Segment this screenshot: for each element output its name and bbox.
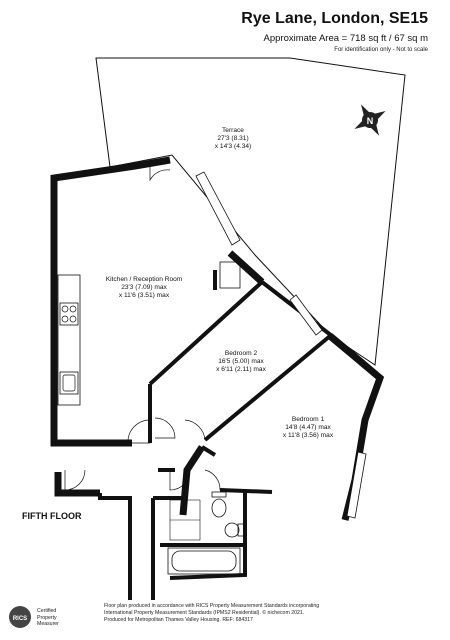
compass-letter: N xyxy=(367,116,374,126)
room-dim-2: x 11'6 (3.51) max xyxy=(118,292,170,299)
bathroom-fixtures xyxy=(167,491,245,575)
room-label-bedroom-1: Bedroom 1 14'8 (4.47) max x 11'8 (3.56) … xyxy=(283,416,333,440)
internal-walls xyxy=(98,270,334,600)
property-title: Rye Lane, London, SE15 xyxy=(241,10,428,27)
footer-disclaimer: Floor plan produced in accordance with R… xyxy=(104,603,319,624)
footer-line-2: International Property Measurement Stand… xyxy=(104,610,305,616)
room-dim-1: 27'3 (8.31) xyxy=(217,135,249,142)
rics-badge-text: Certified Property Measurer xyxy=(37,608,59,628)
footer-line-1: Floor plan produced in accordance with R… xyxy=(104,603,320,609)
room-label-bedroom-2: Bedroom 2 16'5 (5.00) max x 6'11 (2.11) … xyxy=(216,350,266,374)
room-name: Bedroom 2 xyxy=(224,350,258,357)
compass-icon xyxy=(354,104,386,136)
approximate-area: Approximate Area = 718 sq ft / 67 sq m xyxy=(263,33,429,44)
room-label-kitchen: Kitchen / Reception Room 23'3 (7.09) max… xyxy=(106,276,183,300)
storage-cupboard xyxy=(219,261,241,289)
room-dim-1: 23'3 (7.09) max xyxy=(121,284,167,291)
room-dim-2: x 14'3 (4.34) xyxy=(214,143,252,150)
room-dim-2: x 6'11 (2.11) max xyxy=(216,366,266,373)
floor-label: FIFTH FLOOR xyxy=(22,511,82,521)
room-name: Kitchen / Reception Room xyxy=(105,276,183,283)
badge-line-1: Certified xyxy=(37,608,57,614)
room-dim-1: 14'8 (4.47) max xyxy=(285,424,331,431)
windows xyxy=(195,171,367,519)
svg-text:RICS: RICS xyxy=(13,616,27,622)
room-label-terrace: Terrace 27'3 (8.31) x 14'3 (4.34) xyxy=(215,127,251,151)
rics-badge-icon: RICS xyxy=(9,606,31,628)
badge-line-3: Measurer xyxy=(37,621,59,627)
footer-line-3: Produced for Metropolitan Thames Valley … xyxy=(104,617,253,623)
room-dim-2: x 11'8 (3.56) max xyxy=(282,432,334,439)
room-name: Terrace xyxy=(221,127,244,134)
room-name: Bedroom 1 xyxy=(291,416,325,423)
kitchen-counter xyxy=(57,274,81,406)
identification-note: For identification only - Not to scale xyxy=(334,47,428,53)
badge-line-2: Property xyxy=(37,614,57,621)
door-swings xyxy=(64,160,221,491)
room-dim-1: 16'5 (5.00) max xyxy=(218,358,264,365)
terrace-outline xyxy=(95,57,406,366)
